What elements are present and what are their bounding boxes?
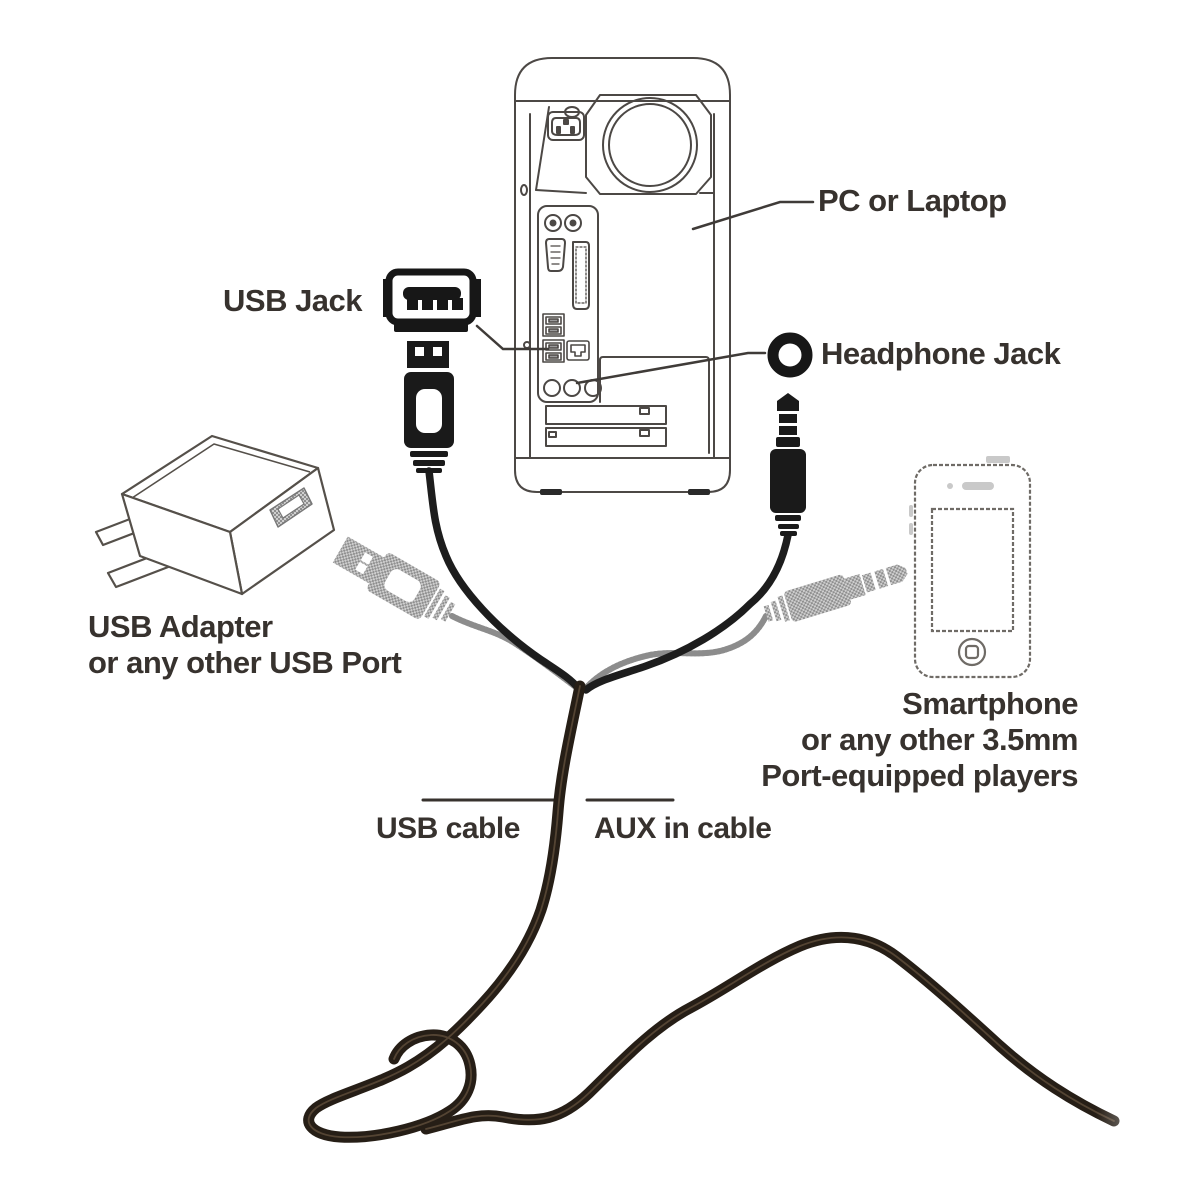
leader-lines — [475, 200, 815, 385]
cable-descent-loop — [303, 680, 586, 1143]
aux-plug-icon — [770, 393, 806, 536]
label-usb-jack: USB Jack — [223, 283, 363, 318]
cable-exit-sweep — [420, 931, 1120, 1135]
leader-line-pc — [691, 200, 815, 231]
tower-foot — [540, 489, 562, 495]
phone-speaker — [962, 482, 994, 490]
phone-power-button — [986, 456, 1010, 463]
usb-cable-path — [425, 467, 583, 693]
tower-foot — [688, 489, 710, 495]
phone-volume-button — [909, 523, 913, 535]
io-panel — [537, 205, 602, 403]
label-aux-in-cable: AUX in cable — [594, 812, 772, 845]
label-smartphone-line1: Smartphone — [902, 686, 1078, 721]
usb-ports — [542, 313, 565, 363]
serial-port — [545, 238, 566, 272]
expansion-slots — [545, 356, 710, 454]
usb-port-icon — [383, 268, 481, 332]
power-inlet-icon — [547, 111, 585, 141]
fan-icon — [585, 94, 712, 195]
leader-line-usb-jack — [475, 324, 550, 351]
label-smartphone: Smartphone or any other 3.5mm Port-equip… — [761, 686, 1078, 794]
label-smartphone-line3: Port-equipped players — [761, 758, 1078, 793]
label-pc-or-laptop: PC or Laptop — [818, 183, 1007, 218]
cable-end-fade — [1096, 1092, 1190, 1164]
label-usb-adapter-line2: or any other USB Port — [88, 645, 402, 680]
ps2-ports — [544, 214, 582, 232]
branch-cables — [425, 467, 792, 694]
merged-cable — [303, 680, 1120, 1143]
pc-tower-illustration — [514, 57, 731, 495]
phone-home-button — [957, 637, 987, 667]
parallel-port — [571, 241, 590, 310]
leader-line-headphone-jack — [575, 351, 767, 385]
label-smartphone-line2: or any other 3.5mm — [801, 722, 1078, 757]
label-usb-adapter: USB Adapter or any other USB Port — [88, 609, 402, 681]
phone-camera-dot — [947, 483, 953, 489]
ethernet-port — [566, 340, 590, 361]
usb-plug-icon — [404, 341, 454, 473]
headphone-jack-icon — [767, 332, 813, 378]
power-adapter-illustration — [94, 434, 336, 596]
phone-volume-button — [909, 505, 913, 517]
label-usb-adapter-line1: USB Adapter — [88, 609, 273, 644]
aux-cable-path — [582, 531, 792, 694]
gray-usb-connector-icon — [332, 536, 456, 622]
gray-aux-connector-icon — [763, 564, 908, 622]
label-headphone-jack: Headphone Jack — [821, 336, 1061, 371]
label-usb-cable: USB cable — [376, 812, 520, 845]
power-supply-area — [535, 94, 714, 195]
smartphone-illustration — [909, 456, 1032, 679]
